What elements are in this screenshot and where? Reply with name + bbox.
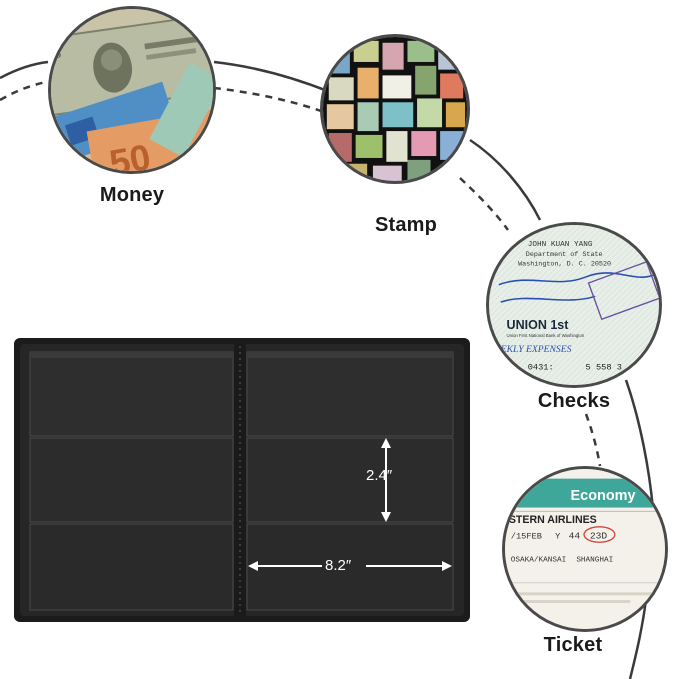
check-memo: EKLY EXPENSES [500,344,572,355]
arc-solid-money-stamp [213,60,331,94]
euro-note-value: 50 [106,136,153,171]
arc-dashed-stamp-checks [459,177,510,231]
width-dimension-label: 8.2″ [325,557,352,574]
ticket-date: /15FEB [511,531,542,541]
arc-dashed-left [0,80,47,102]
ticket-illustration: Economy STERN AIRLINES /15FEB Y 44 23D O… [505,469,665,629]
check-illustration: JOHN KUAN YANG Department of State Washi… [489,225,659,385]
arc-dashed-checks-ticket [584,413,602,467]
stamp-illustration [323,37,467,181]
right-pocket-1 [246,351,454,437]
check-bank: UNION 1st [507,318,570,332]
width-arrow [248,561,452,571]
arc-dashed-money-stamp [213,86,325,114]
right-pocket-2 [246,437,454,523]
height-arrow [381,438,391,522]
ticket-photo: Economy STERN AIRLINES /15FEB Y 44 23D O… [502,466,668,632]
check-city: Washington, D. C. 20520 [518,260,611,268]
caption-money: Money [99,184,165,206]
check-photo: JOHN KUAN YANG Department of State Washi… [486,222,662,388]
ticket-airline: STERN AIRLINES [509,514,597,526]
check-dept: Department of State [526,251,603,259]
ticket-class: Economy [571,488,636,504]
caption-stamp: Stamp [374,214,438,236]
caption-checks: Checks [537,390,611,412]
ticket-seat: 23D [590,530,608,541]
ticket-to: SHANGHAI [576,557,613,565]
album-spine [234,344,246,616]
height-dimension-label: 2.4″ [366,467,393,484]
arc-solid-stamp-checks [469,138,542,221]
check-micr: 5 558 3 [586,363,622,373]
arc-solid-ticket-bottom [628,599,648,679]
caption-ticket: Ticket [543,634,603,656]
stamp-photo [320,34,470,184]
arc-solid-left [0,60,49,80]
ticket-flight: 44 [569,530,581,541]
ticket-fare-class: Y [555,531,561,541]
ticket-from: OSAKA/KANSAI [511,557,566,565]
left-pocket-2 [29,437,234,523]
check-name: JOHN KUAN YANG [528,241,593,249]
left-pocket-3 [29,523,234,611]
left-pocket-1 [29,351,234,437]
check-bank-sub: Union First National Bank of Washington [507,333,585,338]
check-micr-left: 0431: [528,363,554,373]
